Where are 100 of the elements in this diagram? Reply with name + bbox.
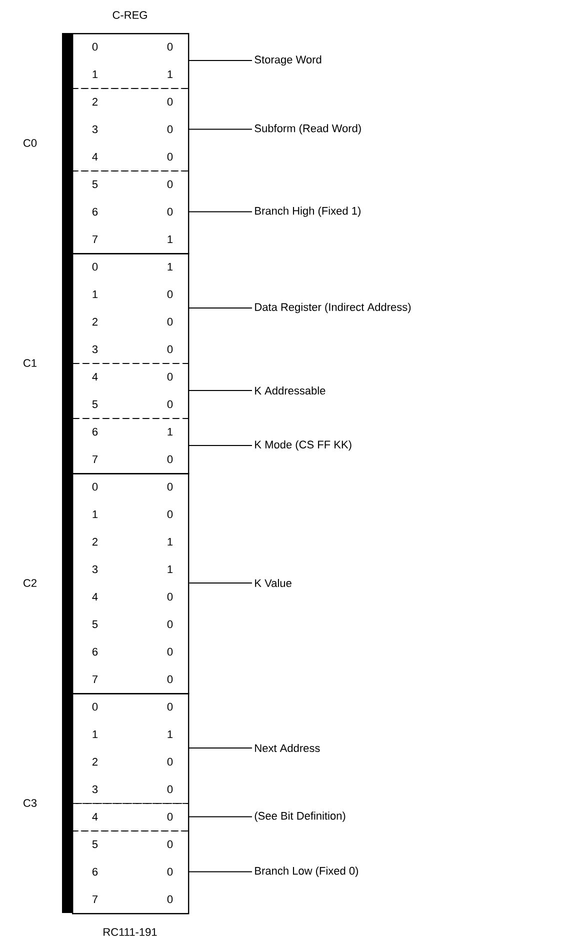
bit-value: 0: [167, 592, 173, 601]
field-label: Subform (Read Word): [254, 124, 361, 134]
bit-number: 1: [92, 70, 98, 78]
bit-value: 0: [167, 318, 173, 326]
register-section: [72, 33, 190, 254]
bit-number: 7: [92, 235, 98, 244]
bit-number: 2: [92, 318, 98, 326]
bit-number: 4: [92, 592, 98, 601]
leader-line: [188, 445, 252, 446]
bit-number: 7: [92, 455, 98, 464]
bit-value: 1: [168, 538, 173, 546]
bit-value: 0: [167, 208, 173, 216]
bit-value: 0: [167, 510, 173, 518]
bit-field: [72, 418, 189, 474]
bit-value: 1: [168, 70, 173, 78]
bit-number: 6: [92, 208, 98, 216]
bit-number: 6: [92, 868, 98, 876]
bit-value: 0: [167, 840, 173, 848]
bit-value: 0: [167, 758, 173, 766]
bit-value: 0: [167, 620, 173, 628]
bit-value: 0: [167, 895, 173, 904]
bit-number: 4: [92, 152, 98, 161]
leader-line: [188, 582, 252, 584]
bit-number: 4: [92, 372, 98, 381]
bit-field: [72, 693, 189, 804]
field-label: (See Bit Definition): [254, 812, 346, 822]
bit-value: 0: [167, 648, 173, 656]
field-label: K Addressable: [255, 386, 326, 395]
leader-line: [188, 816, 252, 818]
figure-caption: RC111-191: [104, 928, 157, 936]
bit-value: 0: [167, 152, 173, 161]
field-label: K Value: [255, 578, 292, 588]
bit-number: 3: [92, 125, 98, 134]
bit-number: 5: [92, 400, 98, 408]
bit-value: 1: [168, 262, 173, 271]
bit-value: 0: [167, 180, 173, 188]
bit-field: [72, 830, 189, 914]
bit-field: [72, 803, 189, 832]
section-label: C0: [24, 139, 37, 147]
bit-number: 4: [92, 812, 98, 821]
bit-number: 1: [92, 510, 98, 518]
field-label: Data Register (Indirect Address): [255, 302, 411, 314]
bit-number: 7: [92, 675, 98, 684]
bit-number: 1: [92, 730, 98, 738]
bit-value: 1: [168, 730, 173, 738]
field-label: K Mode (CS FF KK): [255, 440, 352, 451]
bit-number: 0: [92, 262, 98, 271]
field-label: Branch High (Fixed 1): [255, 206, 360, 217]
leader-line: [188, 128, 252, 130]
bit-number: 1: [92, 290, 98, 298]
bit-number: 5: [92, 840, 98, 848]
bit-value: 0: [167, 98, 173, 106]
leader-line: [188, 60, 252, 61]
bit-field: [72, 363, 189, 419]
bit-number: 3: [92, 345, 98, 354]
bit-number: 7: [92, 895, 98, 904]
bit-number: 5: [92, 180, 98, 188]
leader-line: [188, 211, 252, 212]
leader-line: [188, 871, 252, 872]
bit-field: [72, 88, 189, 172]
field-label: Next Address: [255, 744, 320, 752]
register-section: [72, 253, 190, 474]
bit-number: 3: [92, 785, 98, 794]
bit-number: 3: [92, 565, 98, 574]
bit-value: 0: [167, 785, 173, 794]
section-label: C3: [24, 799, 37, 807]
bit-field: [72, 253, 189, 364]
field-label: Branch Low (Fixed 0): [255, 866, 358, 877]
bit-value: 0: [167, 125, 173, 134]
bit-value: 1: [168, 428, 173, 436]
bit-number: 2: [92, 538, 98, 546]
bit-number: 2: [92, 758, 98, 766]
bit-number: 0: [92, 482, 98, 491]
bit-value: 0: [167, 372, 173, 381]
bit-value: 0: [167, 400, 173, 408]
register-section: [72, 693, 190, 914]
section-label: C1: [24, 359, 36, 367]
leader-line: [188, 390, 252, 391]
bit-value: 1: [168, 235, 173, 244]
bit-number: 0: [92, 42, 98, 51]
bit-value: 0: [167, 812, 173, 821]
bit-value: 0: [167, 675, 173, 684]
bit-value: 0: [167, 290, 173, 298]
register-section: [72, 473, 190, 694]
bit-number: 2: [92, 98, 98, 106]
bit-number: 5: [92, 620, 98, 628]
bit-value: 0: [167, 42, 173, 51]
field-label: Storage Word: [254, 55, 322, 66]
bit-field: [72, 33, 189, 89]
bit-value: 1: [168, 565, 173, 574]
section-label: C2: [24, 579, 36, 587]
bit-value: 0: [167, 345, 173, 354]
bit-number: 6: [92, 428, 98, 436]
bit-value: 0: [167, 702, 173, 711]
bit-value: 0: [167, 868, 173, 876]
register-title: C-REG: [112, 11, 147, 19]
bit-number: 0: [92, 702, 98, 711]
bit-value: 0: [167, 455, 173, 464]
bit-value: 0: [167, 482, 173, 491]
bit-number: 6: [92, 648, 98, 656]
